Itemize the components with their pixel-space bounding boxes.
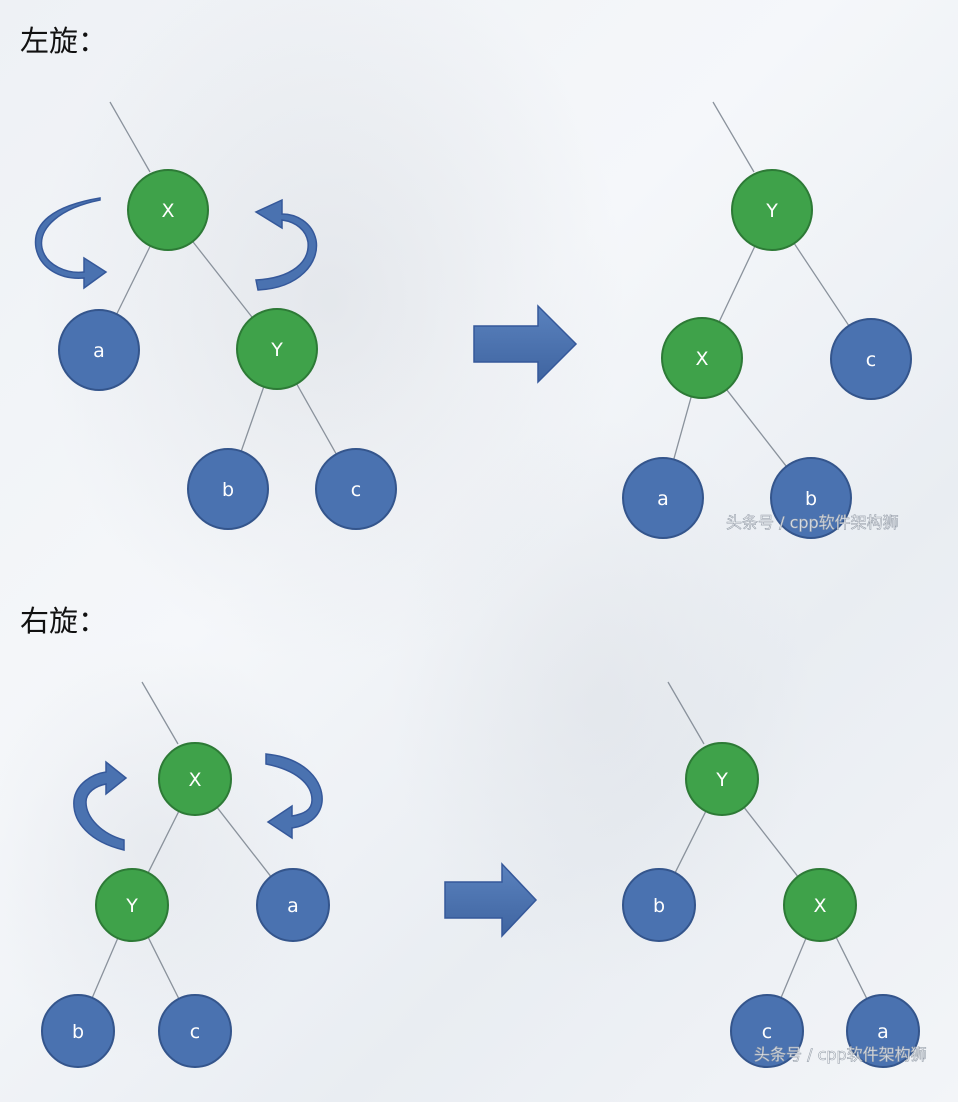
- rotate-arrow-right-icon: [254, 198, 318, 291]
- tree-edge-X-Y: [192, 241, 253, 318]
- tree-edge-X-a: [116, 245, 151, 315]
- tree-node-X: X: [127, 169, 209, 251]
- node-circle: [783, 868, 857, 942]
- tree-edge-Y-c: [793, 242, 850, 327]
- tree-edge-Y-c: [296, 383, 337, 455]
- node-circle: [846, 994, 920, 1068]
- left-rotation-title: 左旋：: [20, 24, 108, 58]
- node-label: a: [877, 1021, 889, 1043]
- node-circle: [256, 868, 330, 942]
- tree-node-a: a: [622, 457, 704, 539]
- right-rotation-title: 右旋：: [20, 604, 108, 638]
- node-circle: [127, 169, 209, 251]
- tree-node-X: X: [661, 317, 743, 399]
- tree-edge-Y-b: [674, 810, 707, 874]
- rotate-arrow-right-icon: [265, 753, 323, 840]
- node-circle: [41, 994, 115, 1068]
- node-circle: [158, 994, 232, 1068]
- node-label: X: [813, 895, 826, 917]
- node-label: a: [287, 895, 299, 917]
- node-circle: [685, 742, 759, 816]
- node-label: a: [657, 488, 669, 510]
- node-label: c: [190, 1021, 200, 1043]
- parent-edge: [712, 101, 755, 173]
- tree-node-b: b: [41, 994, 115, 1068]
- node-circle: [622, 457, 704, 539]
- tree-node-c: c: [315, 448, 397, 530]
- tree-edge-Y-X: [718, 245, 756, 323]
- tree-edge-X-a: [673, 396, 692, 460]
- node-circle: [622, 868, 696, 942]
- tree-edge-X-a: [835, 936, 868, 1000]
- tree-node-X: X: [783, 868, 857, 942]
- node-label: Y: [125, 895, 138, 917]
- node-label: c: [762, 1021, 772, 1043]
- parent-edge: [109, 101, 151, 173]
- tree-edge-Y-c: [147, 936, 180, 1000]
- tree-node-a: a: [256, 868, 330, 942]
- node-circle: [187, 448, 269, 530]
- parent-edge: [667, 681, 705, 745]
- tree-node-Y: Y: [95, 868, 169, 942]
- tree-node-Y: Y: [236, 308, 318, 390]
- watermark: 头条号 / cpp软件架构狮: [754, 1045, 927, 1064]
- tree-node-c: c: [830, 318, 912, 400]
- node-label: X: [695, 348, 708, 370]
- node-label: c: [351, 479, 361, 501]
- node-label: a: [93, 340, 105, 362]
- parent-edge: [141, 681, 179, 745]
- node-label: Y: [765, 200, 778, 222]
- tree-node-Y: Y: [731, 169, 813, 251]
- node-circle: [158, 742, 232, 816]
- node-label: c: [866, 349, 876, 371]
- node-circle: [770, 457, 852, 539]
- tree-node-b: b: [187, 448, 269, 530]
- node-circle: [731, 169, 813, 251]
- node-circle: [730, 994, 804, 1068]
- edges-layer: [91, 101, 868, 1000]
- tree-edge-Y-b: [240, 386, 265, 452]
- node-circle: [661, 317, 743, 399]
- tree-node-c: c: [158, 994, 232, 1068]
- node-circle: [236, 308, 318, 390]
- rotate-arrow-left-icon: [73, 760, 128, 851]
- tree-node-b: b: [770, 457, 852, 539]
- tree-edge-X-b: [726, 389, 787, 467]
- node-label: X: [188, 769, 201, 791]
- tree-edge-X-Y: [147, 810, 180, 874]
- tree-node-b: b: [622, 868, 696, 942]
- node-circle: [315, 448, 397, 530]
- tree-edge-Y-b: [91, 937, 119, 999]
- tree-node-a: a: [846, 994, 920, 1068]
- tree-edge-Y-X: [743, 807, 799, 877]
- tree-node-c: c: [730, 994, 804, 1068]
- node-label: b: [805, 488, 817, 510]
- tree-edge-X-a: [216, 807, 272, 877]
- watermark: 头条号 / cpp软件架构狮: [726, 513, 899, 532]
- node-circle: [95, 868, 169, 942]
- tree-node-a: a: [58, 309, 140, 391]
- node-circle: [830, 318, 912, 400]
- transform-arrow-icon: [444, 862, 538, 938]
- rotate-arrow-left-icon: [34, 197, 108, 290]
- tree-node-Y: Y: [685, 742, 759, 816]
- node-label: X: [161, 200, 174, 222]
- node-circle: [58, 309, 140, 391]
- tree-node-X: X: [158, 742, 232, 816]
- node-label: b: [222, 479, 234, 501]
- node-label: b: [653, 895, 665, 917]
- node-label: b: [72, 1021, 84, 1043]
- tree-edge-X-c: [780, 937, 807, 999]
- transform-arrow-icon: [473, 304, 578, 384]
- node-label: Y: [270, 339, 283, 361]
- node-label: Y: [715, 769, 728, 791]
